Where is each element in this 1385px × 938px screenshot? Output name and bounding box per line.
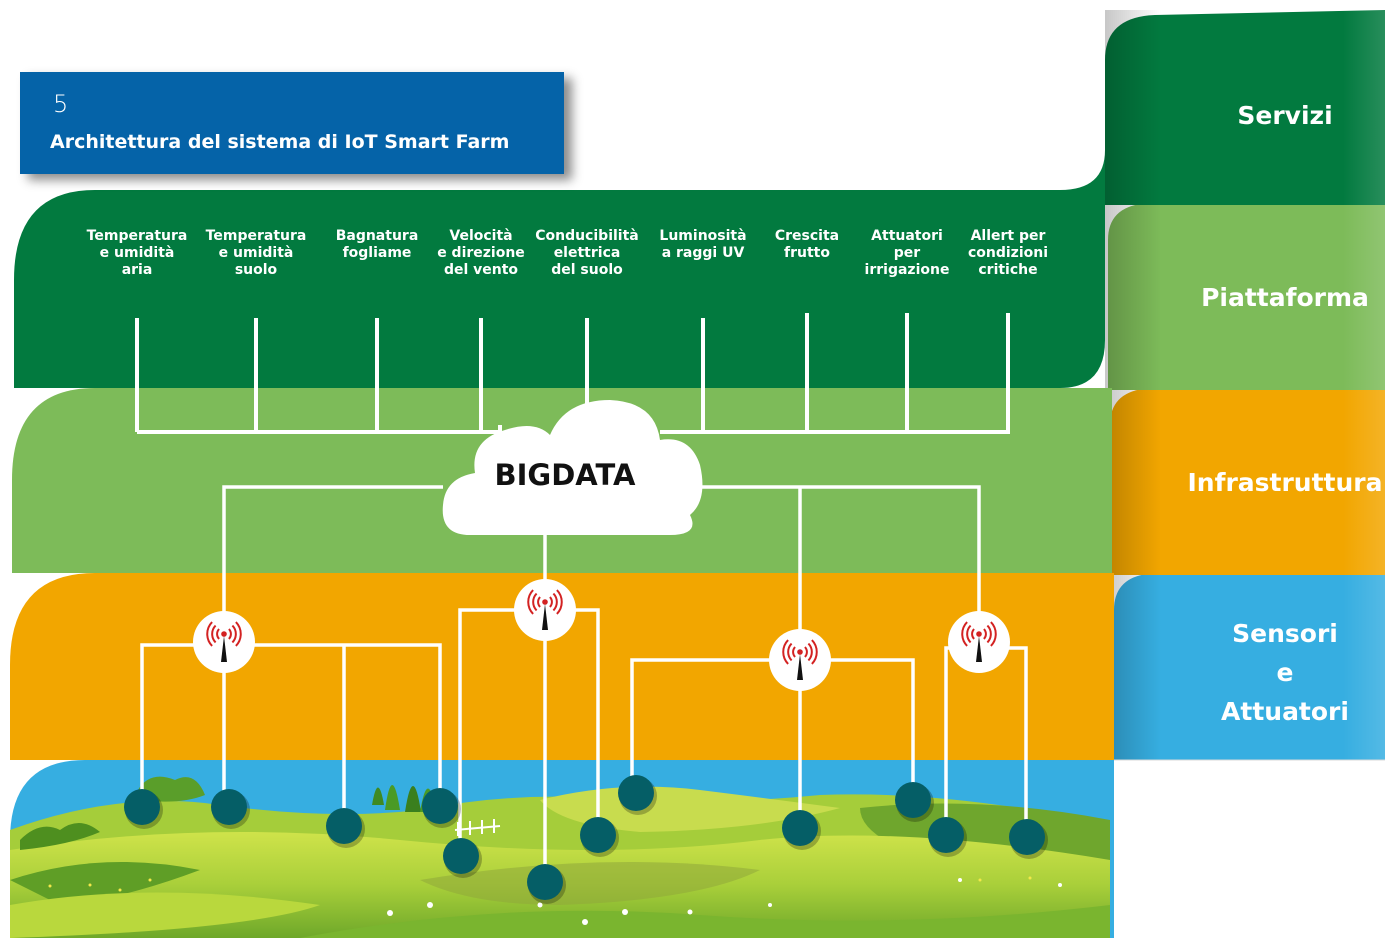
network-link (458, 608, 520, 855)
sensor-node-icon (211, 789, 250, 829)
sensor-node-icon (618, 775, 657, 815)
service-label-2: Temperatura e umidità suolo (205, 228, 307, 278)
farm-landscape-illustration (10, 776, 1110, 938)
bigdata-label: BIGDATA (494, 458, 636, 492)
sensor-node-icon (1009, 819, 1048, 859)
wireless-antenna-icon (514, 579, 576, 641)
network-link (222, 485, 443, 612)
sensor-node-icon (124, 789, 163, 829)
service-label-4: Velocità e direzione del vento (437, 228, 525, 278)
infrastructure-connector-lines (140, 485, 1028, 878)
sensor-node-icon (422, 788, 461, 828)
figure-number: 5 (53, 90, 69, 118)
sensor-node-icon (443, 838, 482, 878)
page-title: Architettura del sistema di IoT Smart Fa… (50, 131, 510, 153)
antennas (193, 579, 1010, 691)
wireless-antenna-icon (948, 611, 1010, 673)
sensor-node-icon (527, 864, 566, 904)
service-bus-right (660, 405, 1010, 434)
sensor-node-icon (580, 817, 619, 857)
sensor-nodes (124, 775, 1048, 904)
network-link (568, 608, 600, 830)
network-link (236, 643, 442, 795)
sensor-node-icon (782, 810, 821, 850)
layer-label-piattaforma: Piattaforma (1201, 283, 1369, 312)
network-link (140, 643, 212, 790)
band-infrastruttura (10, 573, 1114, 760)
service-label-9: Allert per condizioni critiche (967, 228, 1049, 278)
band-servizi (14, 150, 1105, 388)
sensor-node-icon (928, 817, 967, 857)
network-link (690, 485, 981, 625)
wireless-antenna-icon (769, 629, 831, 691)
title-box: 5 Architettura del sistema di IoT Smart … (20, 72, 564, 174)
bigdata-cloud (442, 400, 703, 535)
service-label-5: Conducibilità elettrica del suolo (535, 228, 639, 278)
sensor-node-icon (895, 782, 934, 822)
service-connector-lines (135, 313, 1010, 434)
layer-label-sensori-attuatori: Sensori e Attuatori (1221, 619, 1349, 726)
layer-label-servizi: Servizi (1237, 101, 1333, 130)
wireless-antenna-icon (193, 611, 255, 673)
service-label-7: Crescita frutto (774, 228, 840, 261)
network-link (827, 658, 915, 795)
service-label-8: Attuatori per irrigazione (864, 228, 950, 278)
layer-label-infrastruttura: Infrastruttura (1187, 468, 1383, 497)
service-label-1: Temperatura e umidità aria (86, 228, 188, 278)
sensor-node-icon (326, 808, 365, 848)
service-label-3: Bagnatura fogliame (335, 228, 419, 261)
network-link (630, 658, 773, 790)
service-label-6: Luminosità a raggi UV (659, 228, 747, 261)
